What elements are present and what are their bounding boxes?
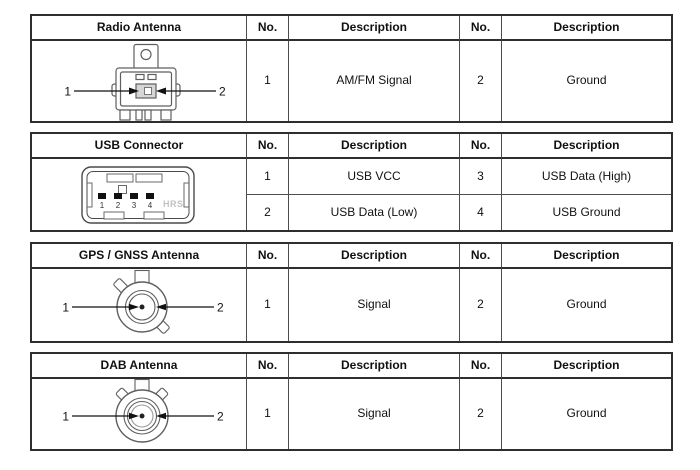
col-header-description: Description (288, 244, 459, 269)
pin-description: Ground (501, 41, 671, 121)
col-header-no: No. (246, 244, 288, 269)
radio-antenna-table: Radio Antenna No. Description No. Descri… (30, 14, 673, 123)
pin-description: Ground (501, 379, 671, 449)
col-header-description: Description (288, 134, 459, 159)
pin2-callout-label: 2 (217, 410, 224, 424)
table-title: USB Connector (32, 134, 246, 159)
pin-description: Signal (288, 379, 459, 449)
pin-description: USB Data (Low) (288, 194, 459, 230)
pin-description: USB Data (High) (501, 159, 671, 194)
pin-number: 1 (246, 41, 288, 121)
col-header-no: No. (246, 16, 288, 41)
usb-pin1-label: 1 (100, 201, 105, 210)
pin-number: 1 (246, 379, 288, 449)
pin2-arrowhead-icon (156, 303, 166, 311)
pin-number: 2 (459, 41, 501, 121)
gps-gnss-antenna-table: GPS / GNSS Antenna No. Description No. D… (30, 242, 673, 343)
pin-number: 2 (459, 379, 501, 449)
pin-number: 3 (459, 159, 501, 194)
col-header-no: No. (459, 16, 501, 41)
dab-antenna-table: DAB Antenna No. Description No. Descript… (30, 352, 673, 451)
usb-connector-drawing: 1 2 3 4 HRS (81, 165, 195, 224)
table-title: DAB Antenna (32, 354, 246, 379)
usb-pin2-label: 2 (116, 201, 121, 210)
pin1-arrowhead-icon (129, 303, 139, 311)
pin-number: 2 (246, 194, 288, 230)
col-header-no: No. (459, 244, 501, 269)
pin-description: USB VCC (288, 159, 459, 194)
col-header-no: No. (246, 354, 288, 379)
pin-description: Ground (501, 269, 671, 341)
table-title: GPS / GNSS Antenna (32, 244, 246, 269)
pin-description: Signal (288, 269, 459, 341)
col-header-description: Description (288, 354, 459, 379)
col-header-description: Description (501, 16, 671, 41)
pin1-callout-label: 1 (62, 301, 69, 315)
dab-antenna-connector-drawing: 1 2 (62, 379, 224, 443)
col-header-no: No. (459, 354, 501, 379)
usb-connector-diagram: 1 2 3 4 HRS (32, 159, 246, 230)
col-header-no: No. (246, 134, 288, 159)
pin1-arrowhead-icon (129, 87, 139, 95)
usb-pin3-label: 3 (132, 201, 137, 210)
gps-gnss-antenna-connector-diagram: 1 2 (32, 269, 246, 341)
pin-description: AM/FM Signal (288, 41, 459, 121)
usb-connector-table: USB Connector No. Description No. Descri… (30, 132, 673, 232)
col-header-description: Description (501, 354, 671, 379)
pin2-arrowhead-icon (156, 412, 166, 420)
pin1-callout-label: 1 (64, 85, 71, 99)
usb-pin4-label: 4 (148, 201, 153, 210)
pin-number: 1 (246, 269, 288, 341)
col-header-no: No. (459, 134, 501, 159)
pin1-callout-label: 1 (62, 410, 69, 424)
radio-antenna-connector-drawing: 1 2 (64, 43, 226, 121)
pin2-arrowhead-icon (156, 87, 166, 95)
pin-number: 1 (246, 159, 288, 194)
pin-number: 2 (459, 269, 501, 341)
gps-gnss-antenna-connector-drawing: 1 2 (62, 269, 224, 334)
radio-antenna-connector-diagram: 1 2 (32, 41, 246, 121)
pin1-arrowhead-icon (129, 412, 139, 420)
pin2-callout-label: 2 (219, 85, 226, 99)
pin-number: 4 (459, 194, 501, 230)
pin-description: USB Ground (501, 194, 671, 230)
dab-antenna-connector-diagram: 1 2 (32, 379, 246, 449)
col-header-description: Description (501, 134, 671, 159)
col-header-description: Description (288, 16, 459, 41)
col-header-description: Description (501, 244, 671, 269)
pin2-callout-label: 2 (217, 301, 224, 315)
hrs-logo: HRS (163, 199, 184, 209)
table-title: Radio Antenna (32, 16, 246, 41)
